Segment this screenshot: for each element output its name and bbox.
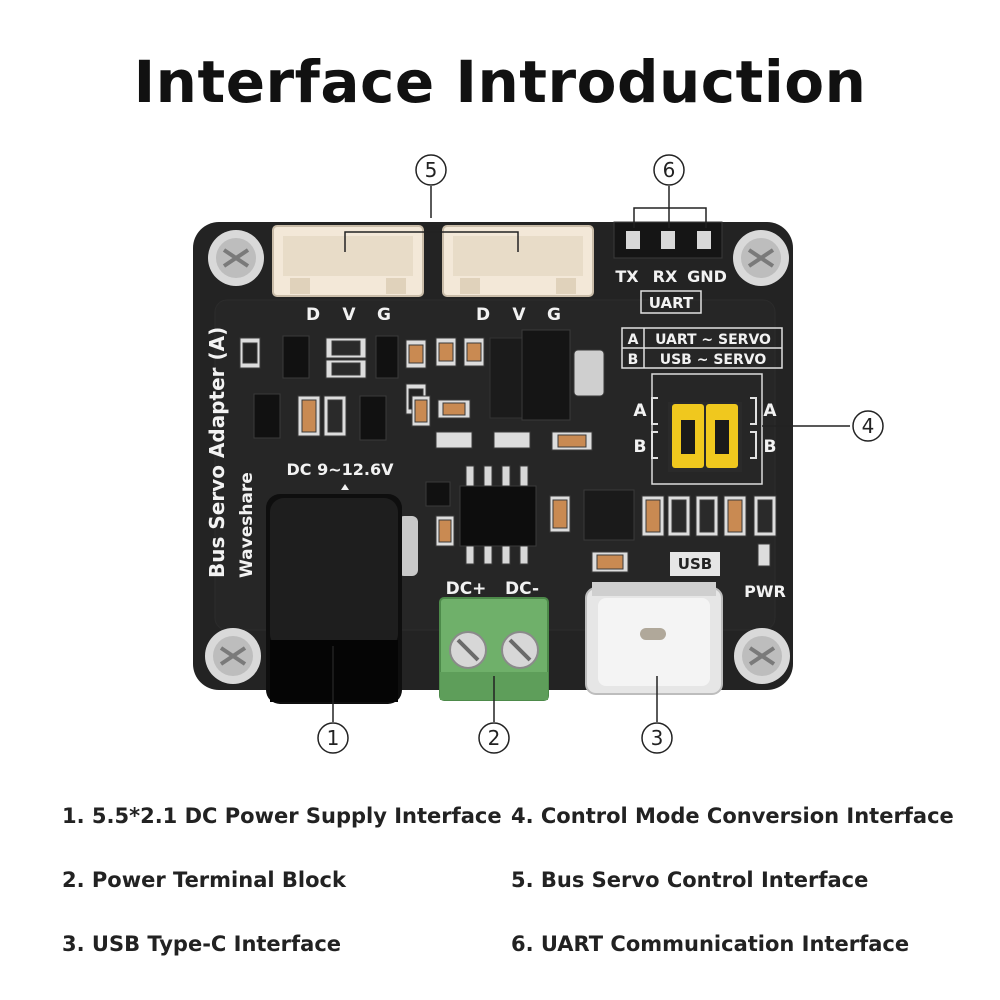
mode-a-key: A — [628, 332, 639, 348]
svg-text:1: 1 — [327, 726, 340, 750]
svg-text:2: 2 — [488, 726, 501, 750]
uart-pin-tx: TX — [615, 267, 639, 286]
mode-b-key: B — [628, 352, 639, 368]
uart-pin-gnd: GND — [687, 267, 727, 286]
screw-bottom-right-icon — [734, 628, 790, 684]
mode-a-text: UART ~ SERVO — [655, 332, 771, 348]
svg-text:4: 4 — [862, 414, 875, 438]
servo-right-pin-g: G — [547, 305, 561, 325]
pwr-label: PWR — [744, 582, 786, 601]
servo-connector-left — [272, 225, 424, 297]
board-brand-vertical: Waveshare — [237, 472, 257, 578]
callout-2: 2 — [478, 722, 510, 754]
servo-right-pin-v: V — [512, 305, 526, 325]
usb-type-c-connector — [585, 582, 723, 695]
dc-barrel-jack — [266, 494, 418, 704]
smd-components — [239, 329, 777, 573]
mode-b-text: USB ~ SERVO — [660, 352, 767, 368]
servo-left-pin-d: D — [306, 305, 320, 325]
mode-switch — [651, 373, 763, 485]
svg-text:3: 3 — [651, 726, 664, 750]
callout-5: 5 — [415, 154, 447, 186]
legend-item-1: 1. 5.5*2.1 DC Power Supply Interface — [62, 804, 502, 828]
board-name-vertical: Bus Servo Adapter (A) — [205, 327, 229, 578]
switch-label-a-left: A — [633, 401, 647, 421]
servo-left-pin-v: V — [342, 305, 356, 325]
callout-3: 3 — [641, 722, 673, 754]
switch-label-a-right: A — [763, 401, 777, 421]
dc-voltage-label: DC 9~12.6V — [287, 460, 395, 479]
svg-text:5: 5 — [425, 158, 438, 182]
uart-header — [613, 221, 723, 259]
legend-item-5: 5. Bus Servo Control Interface — [511, 868, 869, 892]
legend-item-3: 3. USB Type-C Interface — [62, 932, 342, 956]
dc-polarity-marker — [341, 484, 349, 490]
usb-label: USB — [678, 555, 712, 573]
callout-4: 4 — [852, 410, 884, 442]
servo-right-pin-d: D — [476, 305, 490, 325]
legend-item-4: 4. Control Mode Conversion Interface — [511, 804, 954, 828]
svg-text:6: 6 — [663, 158, 676, 182]
callout-1: 1 — [317, 722, 349, 754]
screw-bottom-left-icon — [205, 628, 261, 684]
legend-item-6: 6. UART Communication Interface — [511, 932, 910, 956]
dc-minus-label: DC- — [505, 579, 539, 599]
servo-left-pin-g: G — [377, 305, 391, 325]
mode-table — [621, 327, 783, 369]
servo-connector-right — [442, 225, 594, 297]
switch-label-b-left: B — [634, 437, 647, 457]
screw-top-right-icon — [733, 230, 789, 286]
screw-top-left-icon — [208, 230, 264, 286]
page-title: Interface Introduction — [133, 48, 867, 116]
switch-label-b-right: B — [764, 437, 777, 457]
legend-item-2: 2. Power Terminal Block — [62, 868, 346, 892]
callout-6: 6 — [653, 154, 685, 186]
dc-plus-label: DC+ — [446, 579, 487, 599]
callout-leaders — [332, 186, 850, 722]
uart-pin-rx: RX — [653, 267, 678, 286]
uart-label: UART — [649, 294, 694, 312]
